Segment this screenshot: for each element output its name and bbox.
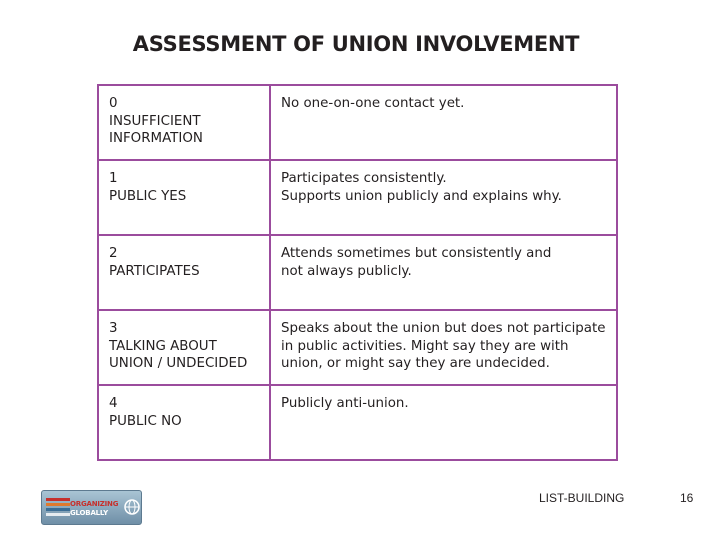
level-label: INSUFFICIENT INFORMATION xyxy=(109,113,203,147)
level-number: 4 xyxy=(109,396,118,411)
globe-icon xyxy=(124,499,140,515)
description-cell: Attends sometimes but consistently and n… xyxy=(269,234,618,311)
level-number: 3 xyxy=(109,321,118,336)
level-label: PARTICIPATES xyxy=(109,263,200,279)
level-description: Attends sometimes but consistently and n… xyxy=(281,246,552,279)
level-cell: 1 PUBLIC YES xyxy=(97,159,271,236)
table-row: 0 INSUFFICIENT INFORMATION No one-on-one… xyxy=(97,84,618,161)
level-description: Participates consistently. Supports unio… xyxy=(281,171,562,204)
level-label: PUBLIC NO xyxy=(109,413,182,429)
slide-title: ASSESSMENT OF UNION INVOLVEMENT xyxy=(132,32,580,56)
logo-stripes-icon xyxy=(46,498,70,516)
table-row: 2 PARTICIPATES Attends sometimes but con… xyxy=(97,234,618,311)
description-cell: Speaks about the union but does not part… xyxy=(269,309,618,386)
level-description: No one-on-one contact yet. xyxy=(281,96,465,111)
level-cell: 0 INSUFFICIENT INFORMATION xyxy=(97,84,271,161)
logo-text-line2: GLOBALLY xyxy=(70,509,108,517)
level-number: 0 xyxy=(109,96,118,111)
level-description: Speaks about the union but does not part… xyxy=(281,321,606,371)
page-number: 16 xyxy=(680,491,694,505)
table-row: 4 PUBLIC NO Publicly anti-union. xyxy=(97,384,618,461)
level-label: TALKING ABOUT UNION / UNDECIDED xyxy=(109,338,248,372)
assessment-table: 0 INSUFFICIENT INFORMATION No one-on-one… xyxy=(97,84,618,461)
level-cell: 2 PARTICIPATES xyxy=(97,234,271,311)
level-cell: 3 TALKING ABOUT UNION / UNDECIDED xyxy=(97,309,271,386)
description-cell: Participates consistently. Supports unio… xyxy=(269,159,618,236)
level-number: 1 xyxy=(109,171,118,186)
table-row: 1 PUBLIC YES Participates consistently. … xyxy=(97,159,618,236)
logo-text-line1: ORGANIZING xyxy=(70,500,119,508)
footer-section-label: LIST-BUILDING xyxy=(539,491,625,505)
level-description: Publicly anti-union. xyxy=(281,396,409,411)
description-cell: Publicly anti-union. xyxy=(269,384,618,461)
table-row: 3 TALKING ABOUT UNION / UNDECIDED Speaks… xyxy=(97,309,618,386)
organizing-globally-logo: ORGANIZING GLOBALLY xyxy=(41,490,142,525)
level-cell: 4 PUBLIC NO xyxy=(97,384,271,461)
description-cell: No one-on-one contact yet. xyxy=(269,84,618,161)
level-number: 2 xyxy=(109,246,118,261)
level-label: PUBLIC YES xyxy=(109,188,187,204)
